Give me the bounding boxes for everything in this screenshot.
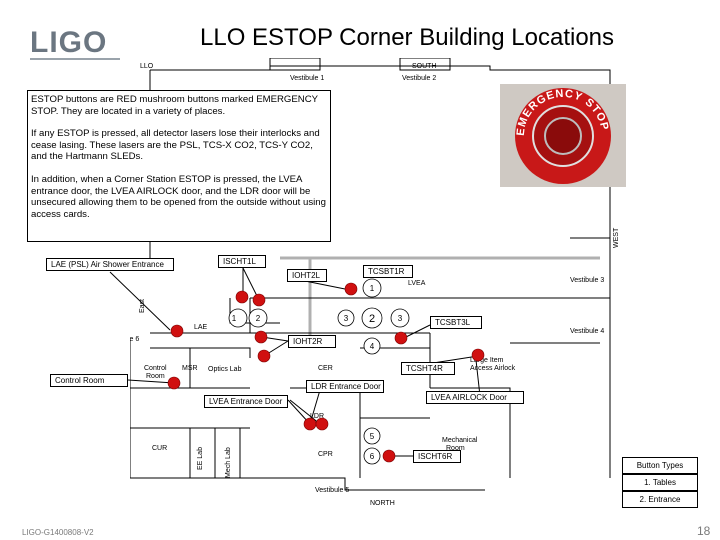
callout-ldr-entrance: LDR Entrance Door — [306, 380, 384, 393]
svg-text:3: 3 — [398, 314, 403, 323]
svg-text:6: 6 — [370, 452, 375, 461]
estop-marker — [235, 290, 249, 304]
svg-text:CUR: CUR — [152, 445, 167, 452]
svg-text:Mechanical: Mechanical — [442, 437, 478, 444]
svg-text:4: 4 — [370, 342, 375, 351]
callout-lae-air-shower: LAE (PSL) Air Shower Entrance — [46, 258, 174, 271]
svg-text:5: 5 — [370, 432, 375, 441]
svg-text:1: 1 — [232, 314, 237, 323]
estop-marker — [170, 324, 184, 338]
svg-text:SOUTH: SOUTH — [412, 63, 437, 70]
callout-control-room: Control Room — [50, 374, 128, 387]
svg-text:CER: CER — [318, 365, 333, 372]
estop-marker — [167, 376, 181, 390]
svg-text:MSR: MSR — [182, 365, 198, 372]
svg-text:Vestibule 6: Vestibule 6 — [130, 336, 139, 343]
estop-marker — [394, 331, 408, 345]
estop-marker — [257, 349, 271, 363]
svg-text:Vestibule 3: Vestibule 3 — [570, 277, 604, 284]
info-paragraph-2: If any ESTOP is pressed, all detector la… — [31, 128, 320, 163]
svg-text:3: 3 — [344, 314, 349, 323]
svg-text:Access Airlock: Access Airlock — [470, 365, 516, 372]
svg-text:LAE: LAE — [194, 324, 208, 331]
svg-text:Control: Control — [144, 365, 167, 372]
svg-text:Room: Room — [146, 373, 165, 380]
info-paragraph-3: In addition, when a Corner Station ESTOP… — [31, 173, 326, 220]
callout-tcsbt3l: TCSBT3L — [430, 316, 482, 329]
callout-lvea-entrance: LVEA Entrance Door — [204, 395, 288, 408]
callout-ioht2r: IOHT2R — [288, 335, 336, 348]
svg-text:1: 1 — [370, 284, 375, 293]
info-textbox: ESTOP buttons are RED mushroom buttons m… — [27, 90, 331, 242]
document-id: LIGO-G1400808-V2 — [22, 528, 94, 537]
legend-item-tables: 1. Tables — [622, 474, 698, 491]
estop-marker — [303, 417, 317, 431]
callout-ioht2l: IOHT2L — [287, 269, 327, 282]
estop-markers — [167, 282, 485, 463]
svg-text:LVEA: LVEA — [408, 280, 426, 287]
svg-text:2: 2 — [256, 314, 261, 323]
svg-text:Vestibule 5: Vestibule 5 — [315, 487, 349, 494]
svg-text:Room: Room — [446, 445, 465, 452]
svg-text:2: 2 — [369, 313, 375, 325]
callout-tcsht4r: TCSHT4R — [401, 362, 455, 375]
callout-ischt6r: ISCHT6R — [413, 450, 461, 463]
logo-underline — [30, 58, 120, 60]
floor-plan: 1 2 1 2 3 4 5 6 3 LLO SOUTH Vestibule 1 … — [130, 58, 620, 507]
estop-marker — [252, 293, 266, 307]
estop-marker — [315, 417, 329, 431]
estop-marker — [471, 348, 485, 362]
svg-text:LLO: LLO — [140, 63, 154, 70]
svg-text:CPR: CPR — [318, 451, 333, 458]
svg-text:Vestibule 4: Vestibule 4 — [570, 328, 604, 335]
svg-text:Large Item: Large Item — [470, 357, 504, 364]
svg-text:Mech Lab: Mech Lab — [225, 447, 232, 478]
svg-text:EE Lab: EE Lab — [197, 447, 204, 470]
slide-title: LLO ESTOP Corner Building Locations — [200, 24, 615, 51]
svg-text:Vestibule 1: Vestibule 1 — [290, 75, 324, 82]
estop-marker — [382, 449, 396, 463]
estop-marker — [344, 282, 358, 296]
svg-text:WEST: WEST — [613, 227, 620, 248]
svg-text:Vestibule 2: Vestibule 2 — [402, 75, 436, 82]
legend-title: Button Types — [622, 457, 698, 474]
svg-text:Optics Lab: Optics Lab — [208, 366, 242, 373]
legend-item-entrance: 2. Entrance — [622, 491, 698, 508]
callout-lvea-airlock: LVEA AIRLOCK Door — [426, 391, 524, 404]
estop-button-photo: EMERGENCY STOP — [500, 84, 626, 187]
callout-tcsbt1r: TCSBT1R — [363, 265, 413, 278]
outer-wall-north — [130, 338, 485, 491]
estop-marker — [254, 330, 268, 344]
svg-text:NORTH: NORTH — [370, 500, 395, 507]
info-paragraph-1: ESTOP buttons are RED mushroom buttons m… — [31, 94, 318, 117]
page-number: 18 — [697, 524, 711, 538]
svg-text:East: East — [139, 299, 146, 313]
callout-ischt1l: ISCHT1L — [218, 255, 266, 268]
svg-text:LDR: LDR — [310, 413, 324, 420]
ligo-logo: LIGO — [30, 26, 108, 59]
